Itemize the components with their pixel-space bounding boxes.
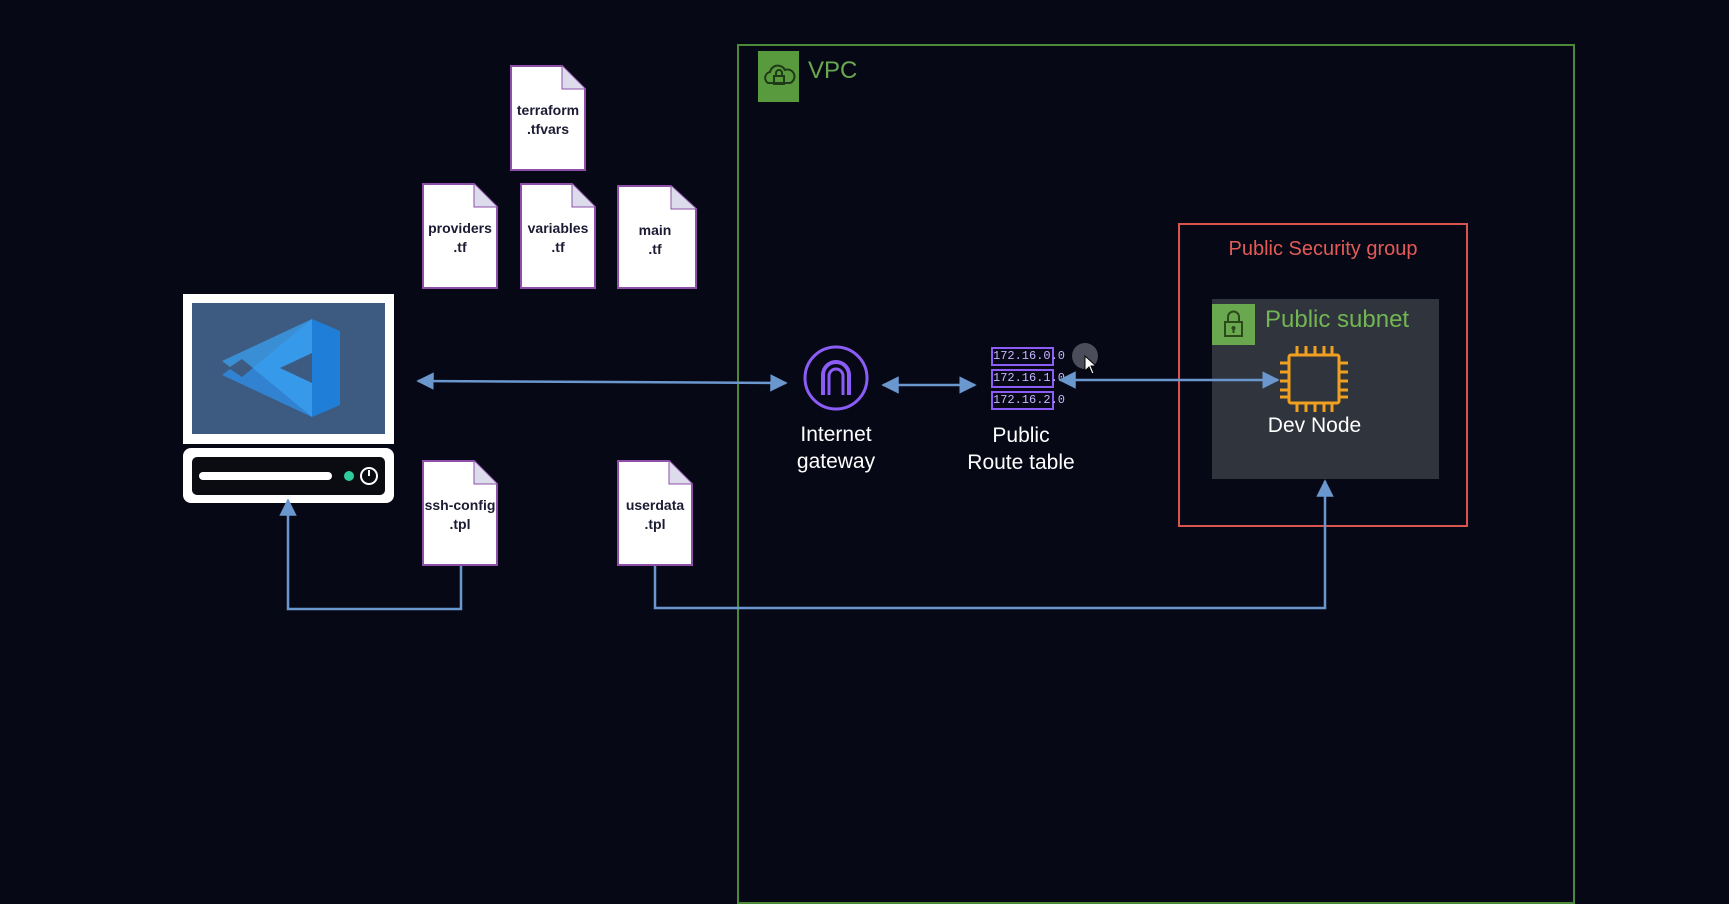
internet-gateway-label: Internet gateway — [796, 423, 876, 473]
cloud-lock-icon — [758, 51, 799, 102]
link-sshconfig-workstation — [279, 498, 463, 611]
file-ssh-config-tpl[interactable]: ssh-config .tpl — [422, 460, 498, 566]
link-userdata-devnode — [653, 479, 1334, 610]
file-label: main .tf — [638, 222, 672, 257]
file-userdata-tpl[interactable]: userdata .tpl — [617, 460, 693, 566]
route-entry: 172.16.2.0 — [991, 391, 1065, 410]
file-providers-tf[interactable]: providers .tf — [422, 183, 498, 289]
vscode-workstation-icon — [183, 294, 394, 503]
cpu-chip-icon — [1280, 346, 1348, 412]
file-label: userdata .tpl — [625, 497, 685, 532]
file-terraform-tfvars[interactable]: terraform .tfvars — [510, 65, 586, 171]
file-label: providers .tf — [428, 220, 492, 255]
route-entry: 172.16.1.0 — [991, 369, 1065, 388]
file-label: variables .tf — [527, 220, 589, 255]
public-subnet-label: Public subnet — [1265, 306, 1410, 333]
link-workstation-gateway — [416, 372, 788, 392]
file-label: terraform .tfvars — [516, 102, 580, 137]
dev-node-label: Dev Node — [1267, 414, 1362, 437]
vpc-label: VPC — [808, 57, 858, 84]
file-label: ssh-config .tpl — [424, 497, 496, 532]
file-variables-tf[interactable]: variables .tf — [520, 183, 596, 289]
security-group-label: Public Security group — [1228, 238, 1418, 260]
internet-gateway-icon — [803, 345, 869, 411]
lock-icon — [1212, 304, 1255, 345]
file-main-tf[interactable]: main .tf — [617, 185, 697, 291]
route-entry: 172.16.0.0 — [991, 347, 1065, 366]
route-table-label: Public Route table — [967, 424, 1075, 474]
